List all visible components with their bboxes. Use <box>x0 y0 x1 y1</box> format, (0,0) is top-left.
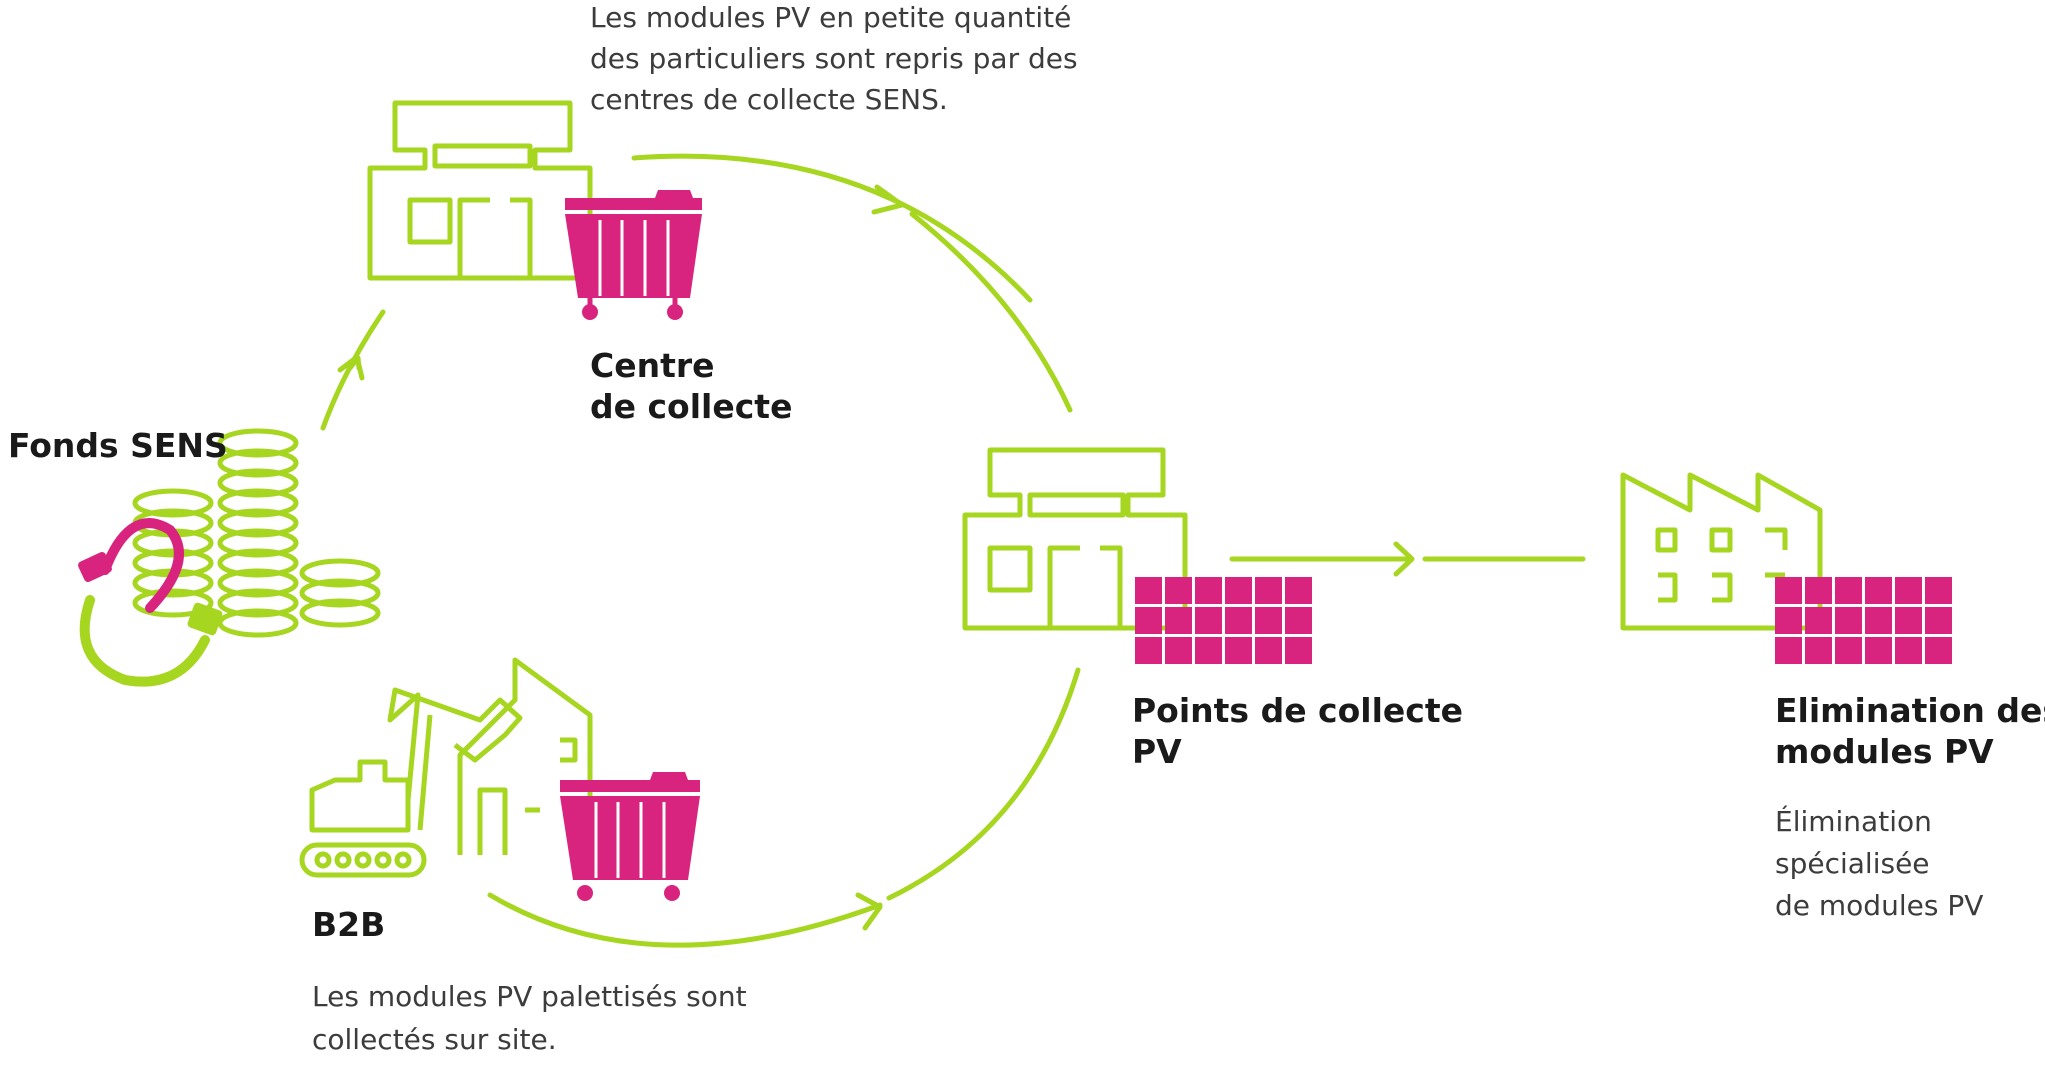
solar-cell <box>1925 577 1952 604</box>
b2b-description-line1: Les modules PV palettisés sont <box>312 980 747 1013</box>
centre-title-line2: de collecte <box>590 387 793 426</box>
flow-arc-fonds-to-centre <box>320 309 386 431</box>
solar-cell <box>1865 637 1892 664</box>
flow-arc-centre-to-points-2 <box>909 211 1073 413</box>
solar-cell <box>1865 577 1892 604</box>
solar-cell <box>1285 637 1312 664</box>
solar-cell <box>1805 637 1832 664</box>
solar-cell <box>1285 577 1312 604</box>
points-title-line2: PV <box>1132 732 1182 771</box>
elimination-description-line1: Élimination <box>1775 805 1932 838</box>
solar-cell <box>1895 577 1922 604</box>
flow-arc-b2b-to-points-2 <box>886 667 1081 901</box>
solar-cell <box>1195 607 1222 634</box>
solar-cell <box>1835 577 1862 604</box>
solar-cell <box>1835 637 1862 664</box>
solar-cell <box>1255 637 1282 664</box>
flow-arc-centre-to-points <box>631 153 1033 303</box>
solar-cell <box>1835 607 1862 634</box>
b2b-description-line2: collectés sur site. <box>312 1023 557 1056</box>
elimination-description-line2: spécialisée <box>1775 847 1930 880</box>
solar-cell <box>1925 607 1952 634</box>
dumpster-icon <box>565 190 702 320</box>
solar-cell <box>1135 577 1162 604</box>
dumpster-icon <box>560 772 700 901</box>
solar-cell <box>1225 577 1252 604</box>
solar-cell <box>1135 607 1162 634</box>
solar-panel-icon <box>1775 577 1952 664</box>
centre-description-line1: Les modules PV en petite quantité <box>590 1 1072 34</box>
solar-cell <box>1775 637 1802 664</box>
solar-cell <box>1165 637 1192 664</box>
solar-cell <box>1895 607 1922 634</box>
factory-icon <box>1620 472 1823 631</box>
flow-arrow-points-to-elimination <box>1229 541 1415 577</box>
solar-cell <box>1775 607 1802 634</box>
solar-cell <box>1255 577 1282 604</box>
flow-arc-b2b-to-points <box>487 892 883 948</box>
arrow-head <box>337 354 365 381</box>
solar-cell <box>1225 607 1252 634</box>
plug-icon <box>78 518 223 687</box>
b2b-title: B2B <box>312 905 386 944</box>
elimination-title-line2: modules PV <box>1775 732 1994 771</box>
solar-panel-icon <box>1135 577 1312 664</box>
solar-cell <box>1895 637 1922 664</box>
fonds-sens-title: Fonds SENS <box>8 426 228 465</box>
centre-title-line1: Centre <box>590 346 715 385</box>
solar-cell <box>1285 607 1312 634</box>
arrow-head <box>855 892 883 931</box>
elimination-description-line3: de modules PV <box>1775 889 1984 922</box>
excavator-icon <box>299 687 523 878</box>
shop-building-icon <box>367 100 593 281</box>
arrow-head <box>871 184 905 215</box>
solar-cell <box>1165 577 1192 604</box>
elimination-title-line1: Elimination des <box>1775 691 2045 730</box>
building-icon <box>457 657 593 855</box>
solar-cell <box>1195 637 1222 664</box>
solar-cell <box>1805 577 1832 604</box>
centre-description-line3: centres de collecte SENS. <box>590 83 948 116</box>
solar-cell <box>1225 637 1252 664</box>
solar-cell <box>1255 607 1282 634</box>
solar-cell <box>1195 577 1222 604</box>
centre-description-line2: des particuliers sont repris par des <box>590 42 1078 75</box>
solar-cell <box>1805 607 1832 634</box>
solar-cell <box>1865 607 1892 634</box>
solar-cell <box>1135 637 1162 664</box>
solar-cell <box>1925 637 1952 664</box>
solar-cell <box>1775 577 1802 604</box>
solar-cell <box>1165 607 1192 634</box>
points-title-line1: Points de collecte <box>1132 691 1464 730</box>
